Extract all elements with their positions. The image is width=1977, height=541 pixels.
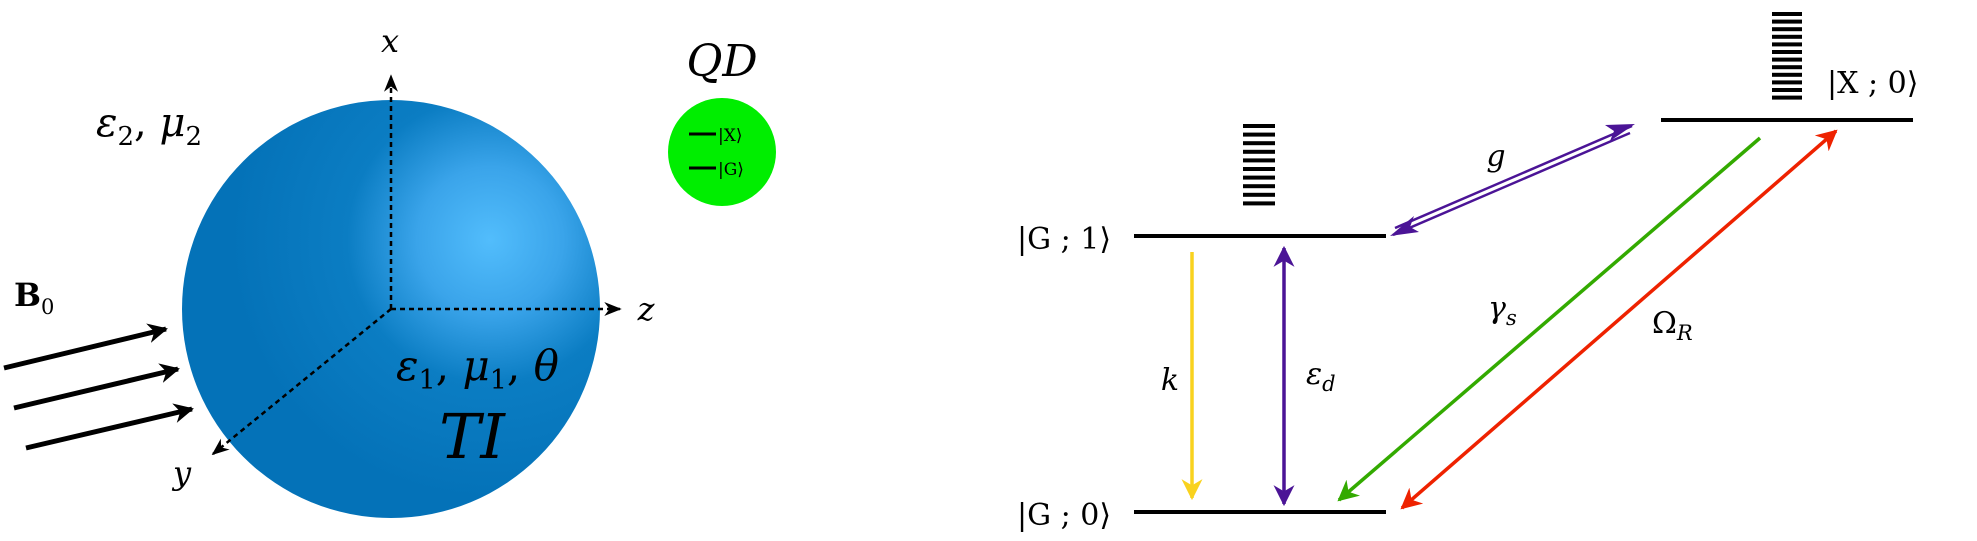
left-panel: x z y B0 ε2, μ2 ε1, μ1, θ TI QD |X⟩ |G⟩ (3, 22, 776, 518)
inner-medium-label: ε1, μ1, θ (396, 341, 559, 396)
ladder-x0-rung (1772, 27, 1802, 32)
ladder-g1-rung (1243, 124, 1275, 128)
rabi-omega-r-arrow (1400, 129, 1838, 510)
decay-k-label: k (1161, 363, 1179, 398)
ladder-g1-rung (1243, 184, 1275, 189)
qd-lower-state: |G⟩ (718, 160, 744, 180)
ladder-x0-rung (1772, 95, 1802, 100)
y-axis-line (211, 308, 392, 456)
ladder-g1-rung (1243, 175, 1275, 180)
ladder-x0-rung (1772, 72, 1802, 77)
ladder-g1-rung (1243, 141, 1275, 146)
ladder-g1-rung (1243, 201, 1275, 206)
ladder-x0-rung (1772, 42, 1802, 47)
ladder-x0-rung (1772, 65, 1802, 70)
ladder-g1-rung (1243, 132, 1275, 137)
field-arrow-2 (13, 363, 180, 411)
outer-medium-label: ε2, μ2 (96, 100, 202, 152)
rabi-omega-r-label: ΩR (1652, 306, 1693, 345)
z-axis-label: z (637, 290, 656, 328)
ladder-g1-rung (1243, 167, 1275, 171)
ladder-g1-rung (1243, 192, 1275, 197)
quantum-dot-circle (668, 98, 776, 206)
field-arrow-1 (3, 323, 168, 371)
coupling-g-line-b (1392, 131, 1631, 237)
ti-label: TI (439, 400, 506, 473)
ladder-x0-rung (1772, 50, 1802, 54)
right-panel: |G ; 1⟩ |G ; 0⟩ |X ; 0⟩ g k εd γs ΩR (1017, 12, 1918, 533)
field-arrow-3 (25, 403, 194, 451)
level-label-g1: |G ; 1⟩ (1017, 222, 1111, 257)
ladder-x0-rung (1772, 34, 1802, 39)
level-label-x0: |X ; 0⟩ (1827, 66, 1918, 101)
ladder-x0-rung (1772, 19, 1802, 24)
ladder-x0-rung (1772, 12, 1802, 16)
decay-gamma-s-label: γs (1488, 291, 1517, 330)
coupling-g-line-a (1394, 124, 1633, 230)
energy-eps-d-label: εd (1306, 357, 1336, 396)
x-axis-label: x (381, 22, 399, 60)
ladder-x0-rung (1772, 88, 1802, 92)
ladder-x0-rung (1772, 80, 1802, 85)
qd-upper-state: |X⟩ (718, 126, 742, 146)
qd-label: QD (686, 36, 757, 87)
photon-ladder-g1 (1243, 124, 1275, 206)
photon-ladder-x0 (1772, 12, 1802, 100)
coupling-g-label: g (1486, 139, 1505, 174)
decay-gamma-s-arrow (1337, 136, 1762, 502)
ladder-g1-rung (1243, 158, 1275, 163)
y-axis-label: y (171, 454, 192, 492)
level-label-g0: |G ; 0⟩ (1017, 498, 1111, 533)
ladder-x0-rung (1772, 57, 1802, 62)
field-label: B0 (14, 276, 54, 319)
ladder-g1-rung (1243, 149, 1275, 154)
